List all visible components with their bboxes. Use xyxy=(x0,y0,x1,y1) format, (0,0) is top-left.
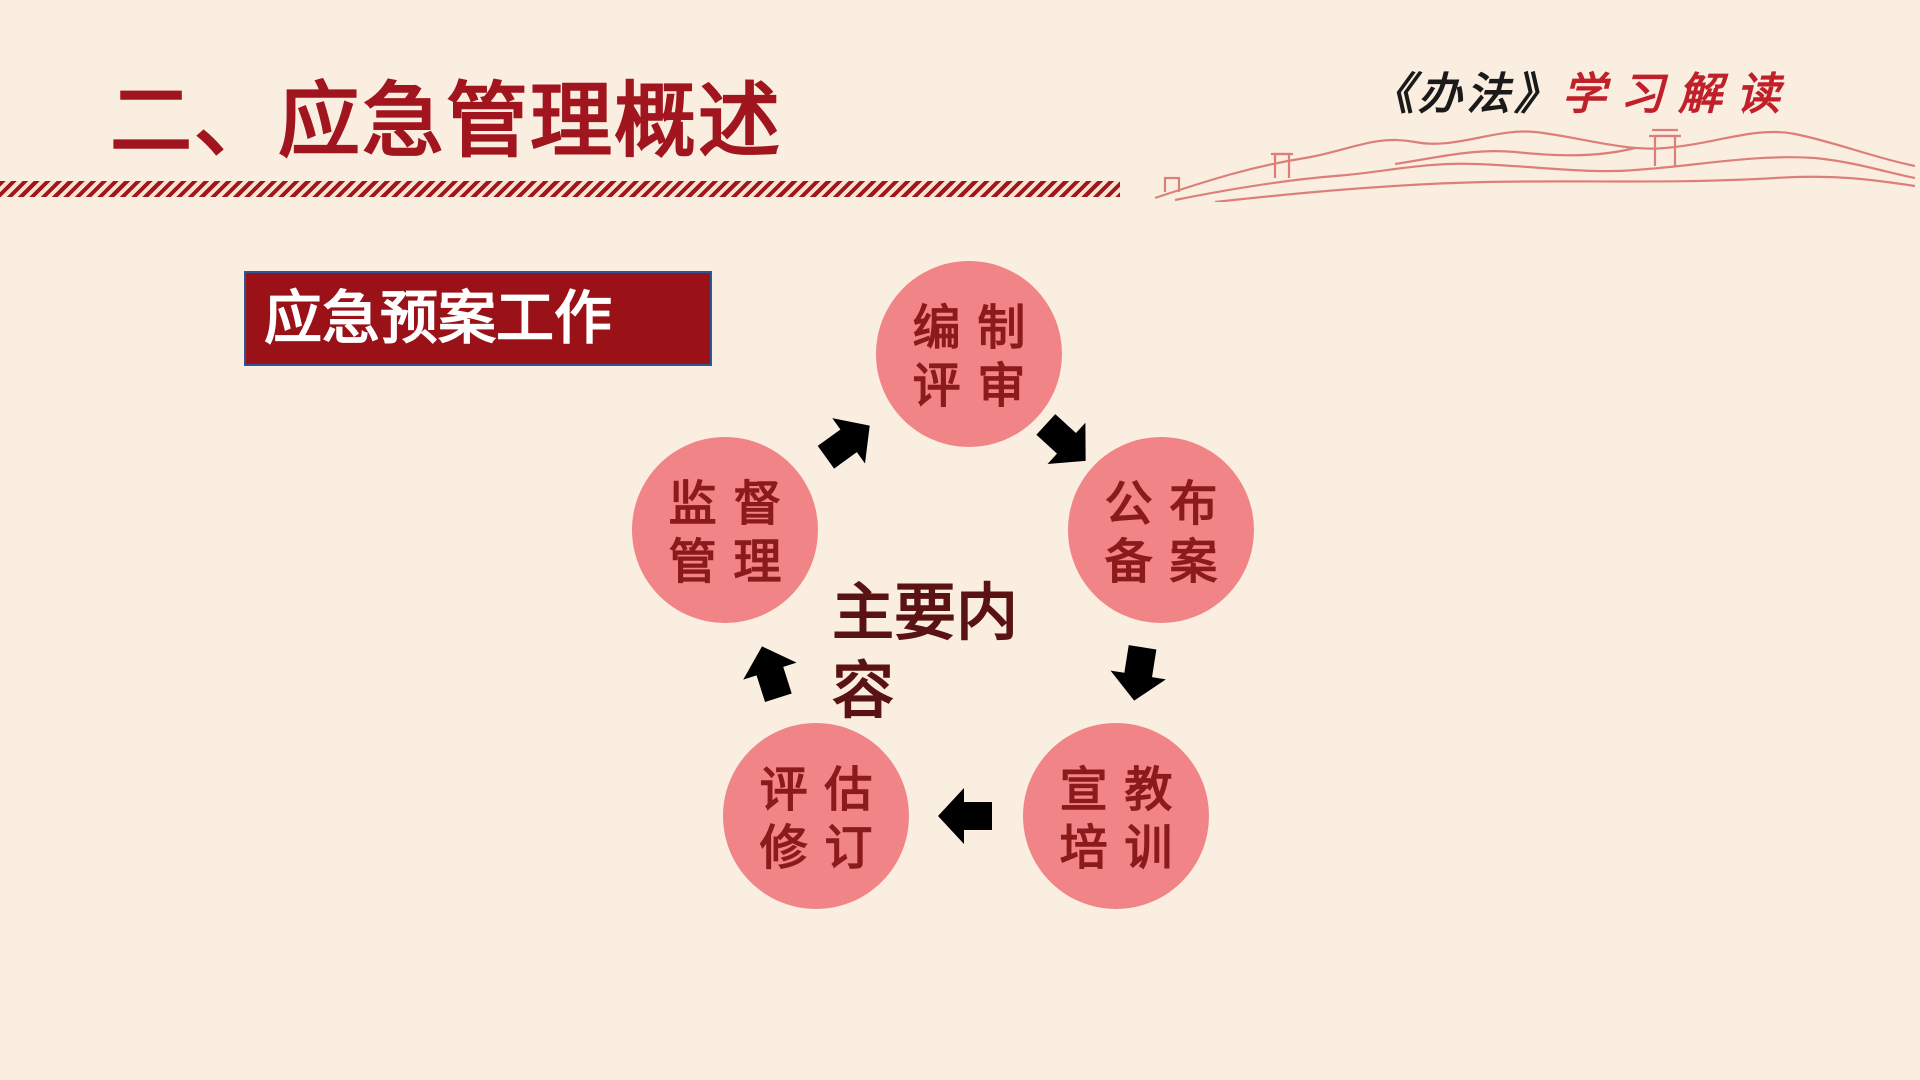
cycle-node-label-line2: 备 案 xyxy=(1105,534,1219,590)
header-tagline: 《办法》学习解读 xyxy=(1370,58,1794,122)
cycle-node-circle xyxy=(632,437,818,623)
cycle-node-compile-review: 编 制评 审 xyxy=(876,261,1062,447)
cycle-node-label-line2: 培 训 xyxy=(1060,820,1173,876)
cycle-node-label-line1: 公 布 xyxy=(1105,476,1218,532)
cycle-node-label-line2: 管 理 xyxy=(669,534,782,590)
section-label-box: 应急预案工作 xyxy=(244,271,712,366)
cycle-arrow-1-to-2 xyxy=(1036,414,1086,464)
cycle-arrow-2-to-3 xyxy=(1110,645,1166,701)
center-label-line1: 主要内 xyxy=(832,576,1018,649)
cycle-node-label-line1: 宣 教 xyxy=(1060,762,1173,818)
great-wall-illustration xyxy=(1155,128,1915,202)
cycle-arrow-3-to-4 xyxy=(938,788,992,844)
cycle-node-label-line2: 修 订 xyxy=(760,820,873,876)
cycle-node-evaluate-revise: 评 估修 订 xyxy=(723,723,909,909)
cycle-node-publicity-training: 宣 教培 训 xyxy=(1023,723,1209,909)
cycle-node-circle xyxy=(876,261,1062,447)
cycle-node-label-line1: 编 制 xyxy=(913,300,1026,356)
cycle-node-supervise-manage: 监 督管 理 xyxy=(632,437,818,623)
cycle-arrow-5-to-1 xyxy=(817,418,870,469)
cycle-node-circle xyxy=(723,723,909,909)
cycle-node-publish-file: 公 布备 案 xyxy=(1068,437,1254,623)
center-label-line2: 容 xyxy=(832,654,894,727)
cycle-node-label-line1: 评 估 xyxy=(760,762,873,818)
cycle-node-label-line2: 评 审 xyxy=(913,358,1026,414)
cycle-node-circle xyxy=(1068,437,1254,623)
page-title: 二、应急管理概述 xyxy=(110,74,783,169)
cycle-arrow-4-to-5 xyxy=(743,646,797,703)
tagline-banfa: 《办法》 xyxy=(1370,69,1562,120)
cycle-node-label-line1: 监 督 xyxy=(669,476,782,532)
cycle-node-circle xyxy=(1023,723,1209,909)
cycle-nodes: 编 制评 审公 布备 案宣 教培 训评 估修 订监 督管 理 xyxy=(632,261,1254,909)
tagline-xuexi: 学习解读 xyxy=(1562,69,1794,120)
title-divider xyxy=(0,181,1120,197)
cycle-arrows xyxy=(743,414,1166,844)
